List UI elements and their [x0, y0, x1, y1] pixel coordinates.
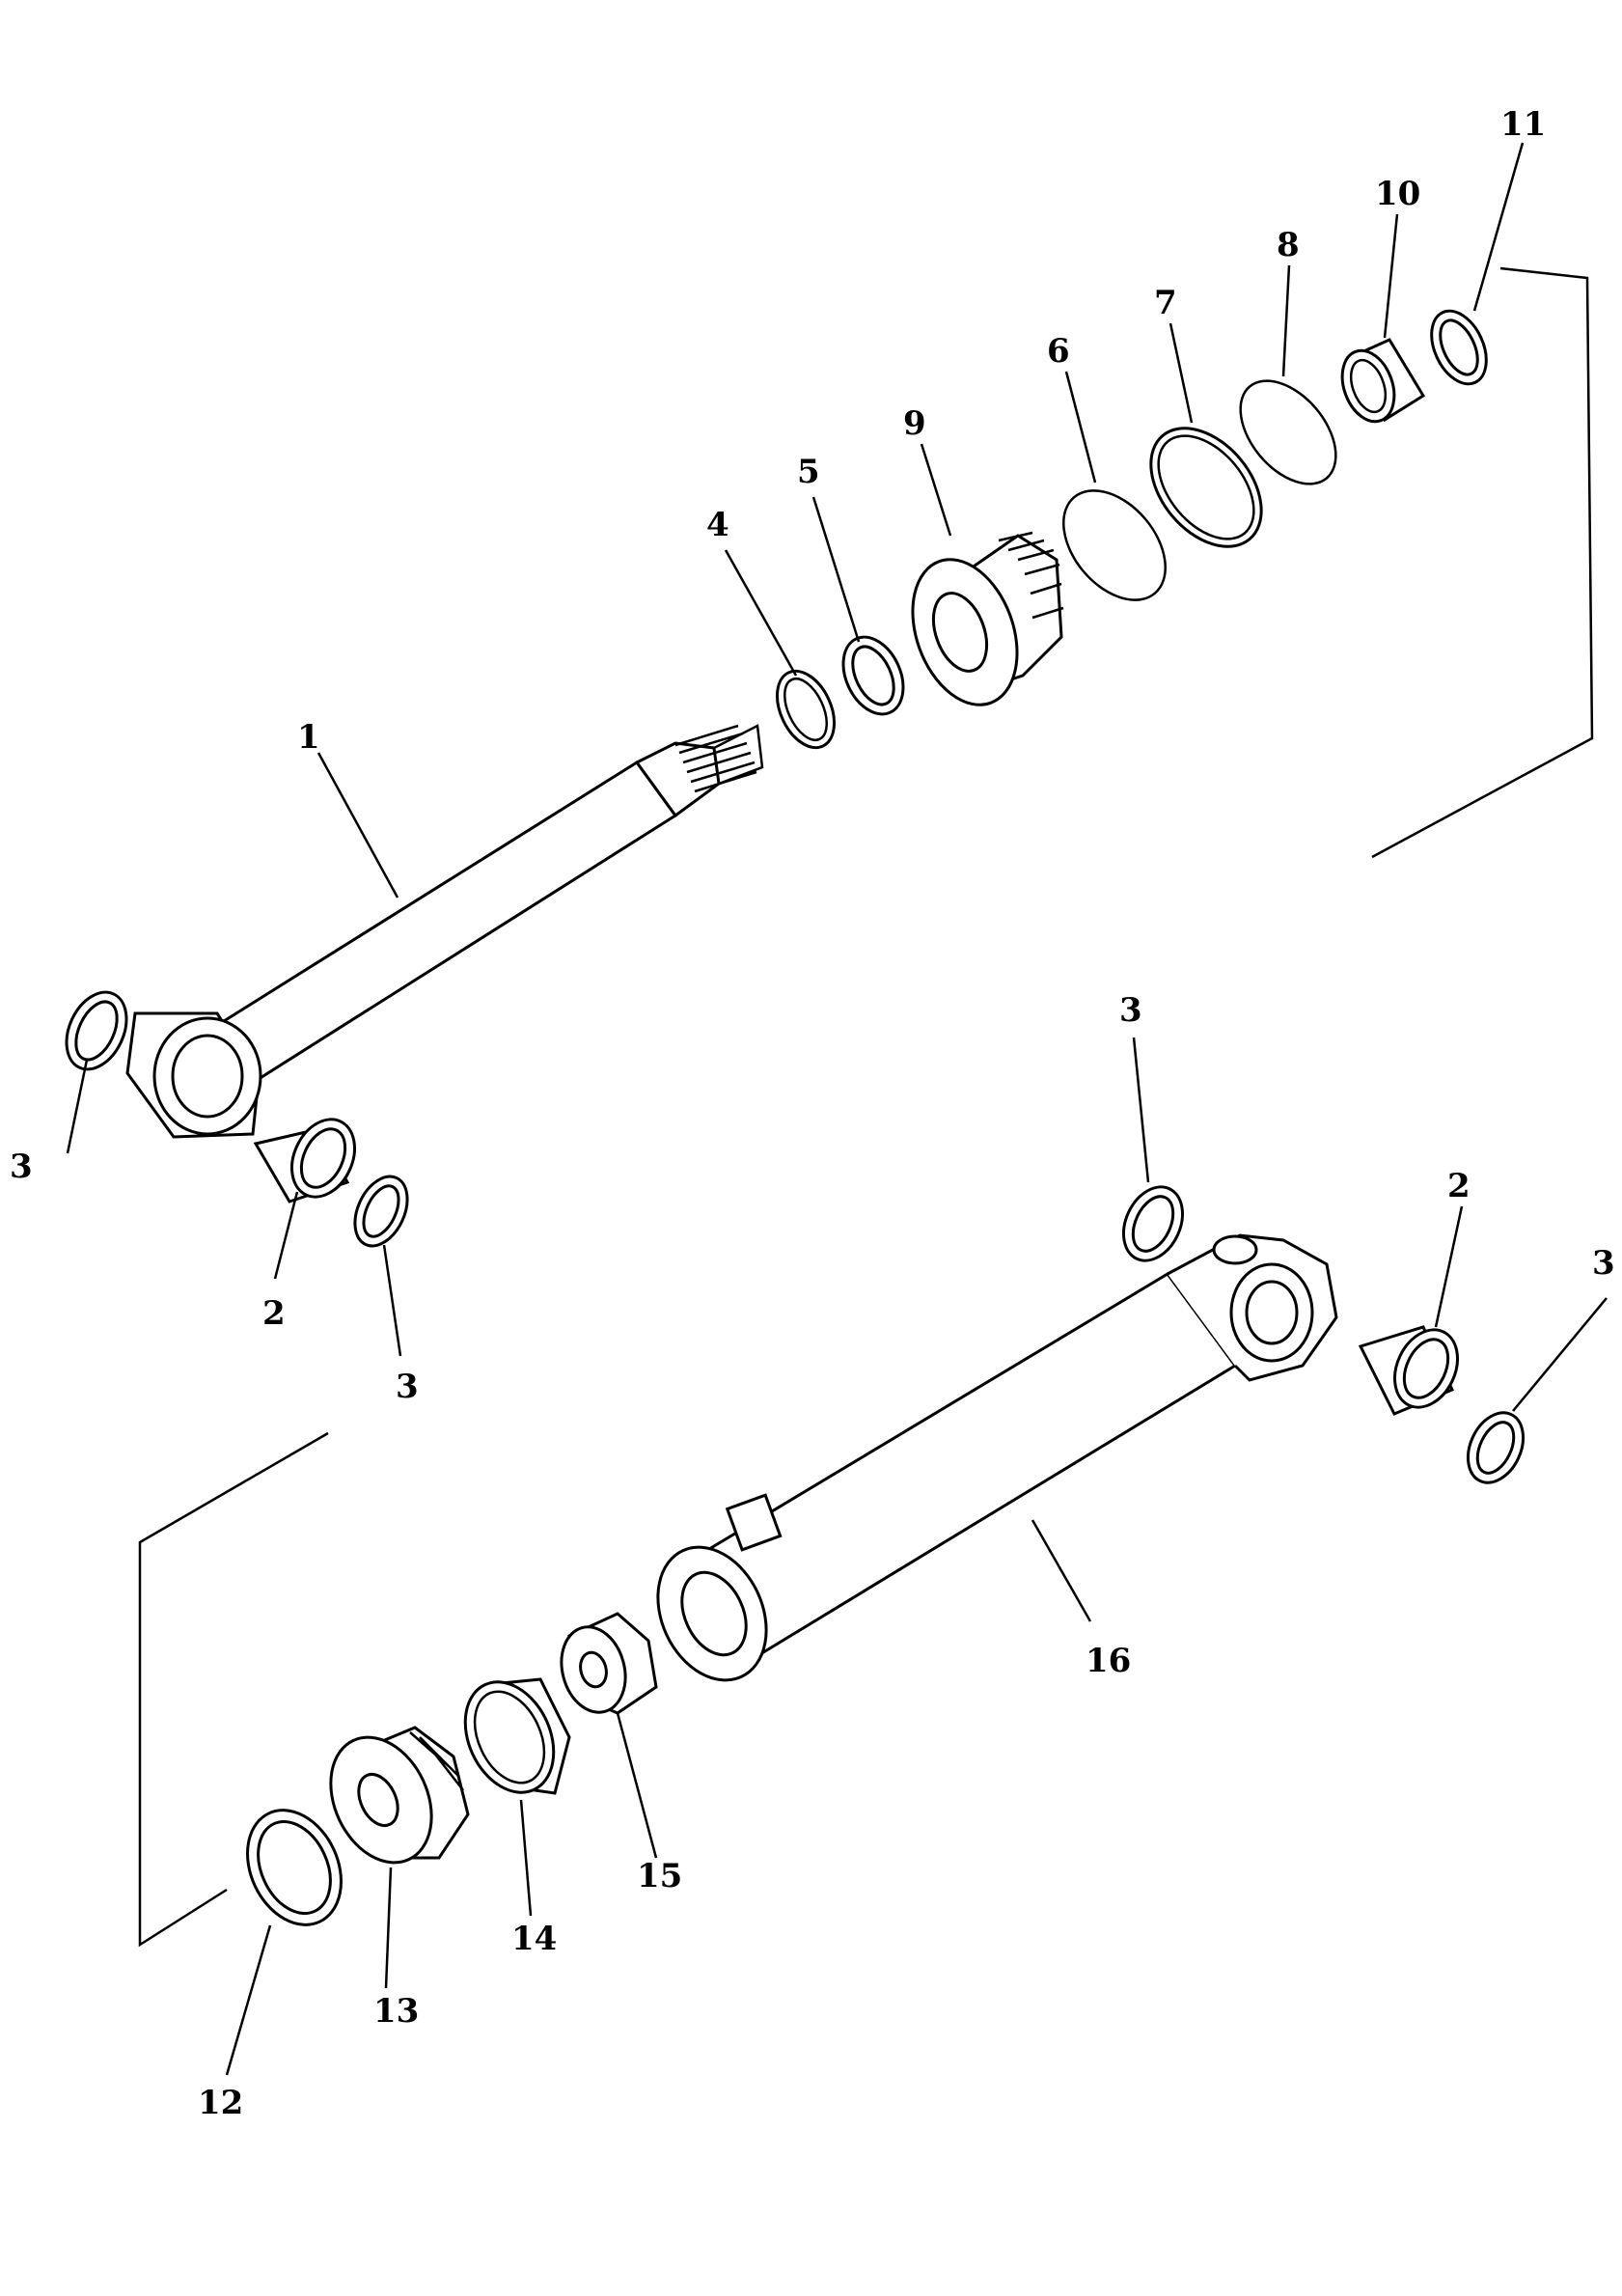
gland-shape [911, 531, 1064, 706]
callout-5: 5 [797, 453, 820, 491]
callout-12: 12 [198, 2084, 243, 2122]
rod-eye-bushing [253, 1118, 356, 1203]
callout-13: 13 [373, 1992, 419, 2031]
cylinder-bushing [1358, 1325, 1459, 1416]
wiper-11-shape [1430, 309, 1488, 386]
callout-3: 3 [1592, 1244, 1615, 1283]
ring-7-shape [1149, 427, 1263, 548]
assembly-frame-upper [1371, 266, 1594, 859]
callout-9: 9 [903, 404, 926, 443]
callout-3: 3 [396, 1368, 419, 1406]
callout-14: 14 [511, 1920, 557, 1958]
o-ring-6-shape [1062, 489, 1167, 601]
piston-rod [125, 724, 764, 1139]
callout-2: 2 [262, 1294, 286, 1333]
callout-3: 3 [1119, 991, 1142, 1030]
cylinder-seal-right [1466, 1411, 1526, 1484]
callout-11: 11 [1500, 105, 1546, 144]
callout-2: 2 [1447, 1167, 1471, 1205]
nut-shape [560, 1612, 658, 1715]
rod-eye-seal-left [65, 990, 128, 1071]
callout-8: 8 [1277, 226, 1300, 264]
ring-12-shape [246, 1809, 343, 1926]
callout-16: 16 [1086, 1642, 1131, 1680]
piston-shape [329, 1726, 470, 1865]
callout-4: 4 [706, 506, 729, 544]
callout-7: 7 [1154, 284, 1177, 322]
assembly-frame-lower [138, 1431, 329, 1948]
leader-lines [66, 142, 1608, 2076]
callout-10: 10 [1375, 175, 1420, 213]
rod-eye-seal-right [353, 1175, 409, 1248]
cylinder-top-seal [1122, 1185, 1184, 1262]
callout-1: 1 [297, 718, 320, 757]
o-ring-8-shape [1239, 379, 1337, 485]
ring-5-shape [841, 635, 905, 716]
wear-ring-14-shape [463, 1677, 571, 1795]
callout-3: 3 [10, 1148, 33, 1186]
packing-10-shape [1340, 338, 1426, 424]
callout-6: 6 [1047, 332, 1070, 371]
callout-15: 15 [637, 1857, 682, 1895]
ring-4-shape [775, 669, 837, 750]
cylinder-tube [656, 1233, 1338, 1682]
